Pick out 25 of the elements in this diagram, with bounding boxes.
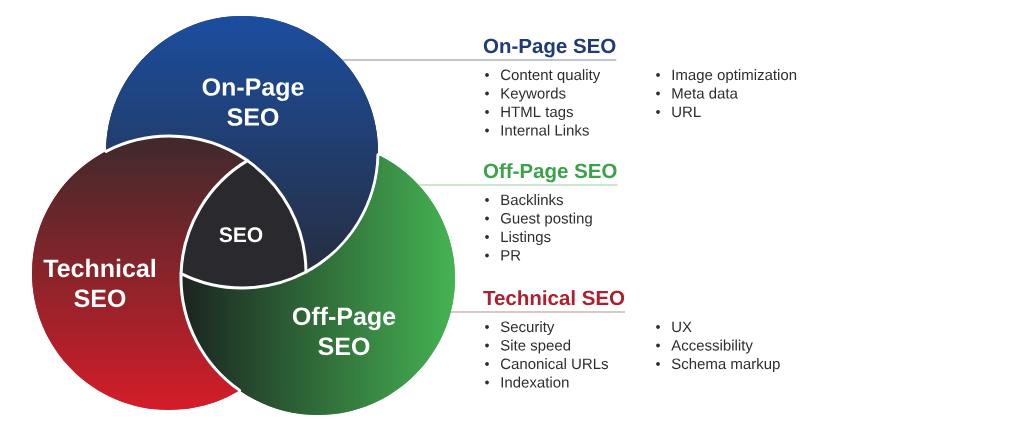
list-item: URL xyxy=(672,106,701,118)
list-item: Canonical URLs xyxy=(501,358,608,370)
connector-line xyxy=(341,59,617,61)
section-heading: On-Page SEO xyxy=(483,38,616,58)
connector-line xyxy=(450,311,626,313)
list-item: Meta data xyxy=(672,87,738,99)
list-item: Listings xyxy=(501,231,551,246)
list-item: Backlinks xyxy=(501,194,563,206)
list-item: Keywords xyxy=(501,87,566,102)
overlap-region: SEO xyxy=(179,159,308,290)
list-item: Security xyxy=(500,321,555,336)
list-item: Site speed xyxy=(500,339,571,354)
list-item: PR xyxy=(501,250,521,261)
list-item: UX xyxy=(672,321,692,333)
list-item: Guest posting xyxy=(500,212,592,227)
list-item: Internal Links xyxy=(501,124,589,136)
list-item: Accessibility xyxy=(671,339,753,354)
connector-line xyxy=(418,184,618,186)
list-item: Content quality xyxy=(501,69,601,84)
section-heading: Off-Page SEO xyxy=(483,163,617,183)
list-item: Indexation xyxy=(501,376,569,388)
list-item: Schema markup xyxy=(671,358,780,373)
section-heading: Technical SEO xyxy=(483,290,625,306)
list-item: Image optimization xyxy=(672,69,797,84)
list-item: HTML tags xyxy=(501,106,573,121)
